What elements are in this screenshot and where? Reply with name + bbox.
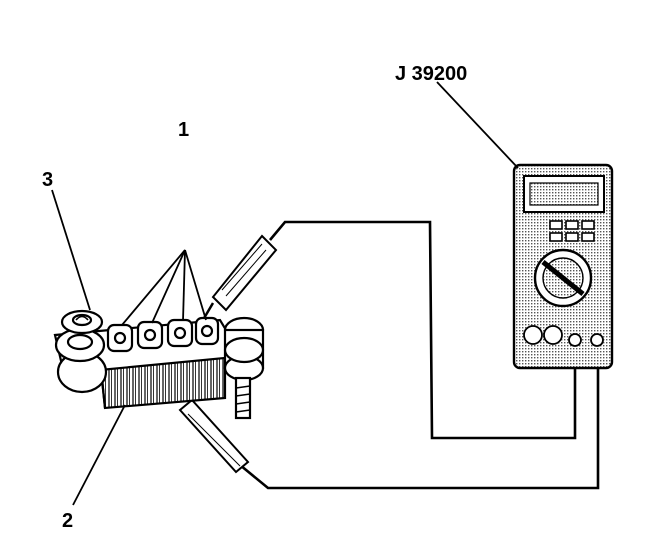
meter-label: J 39200: [395, 63, 467, 85]
rotary-selector-knob: [533, 248, 593, 308]
callout-1-terminals: 1: [178, 119, 189, 141]
black-test-lead: [239, 360, 600, 490]
callout-2-heat-sink: 2: [62, 510, 73, 532]
lower-test-probe: [167, 389, 250, 474]
meter-input-jacks: [523, 325, 604, 347]
rectifier-bridge: [53, 309, 265, 420]
stator-terminals: [106, 316, 220, 353]
callout-leaders: [51, 81, 519, 506]
output-stud: [223, 316, 265, 420]
callout-3-terminal: 3: [42, 169, 53, 191]
red-test-lead: [269, 220, 577, 440]
terminal-3: [60, 309, 104, 335]
digital-multimeter: [512, 163, 614, 370]
meter-buttons: [549, 220, 595, 242]
upper-test-probe: [198, 234, 278, 326]
